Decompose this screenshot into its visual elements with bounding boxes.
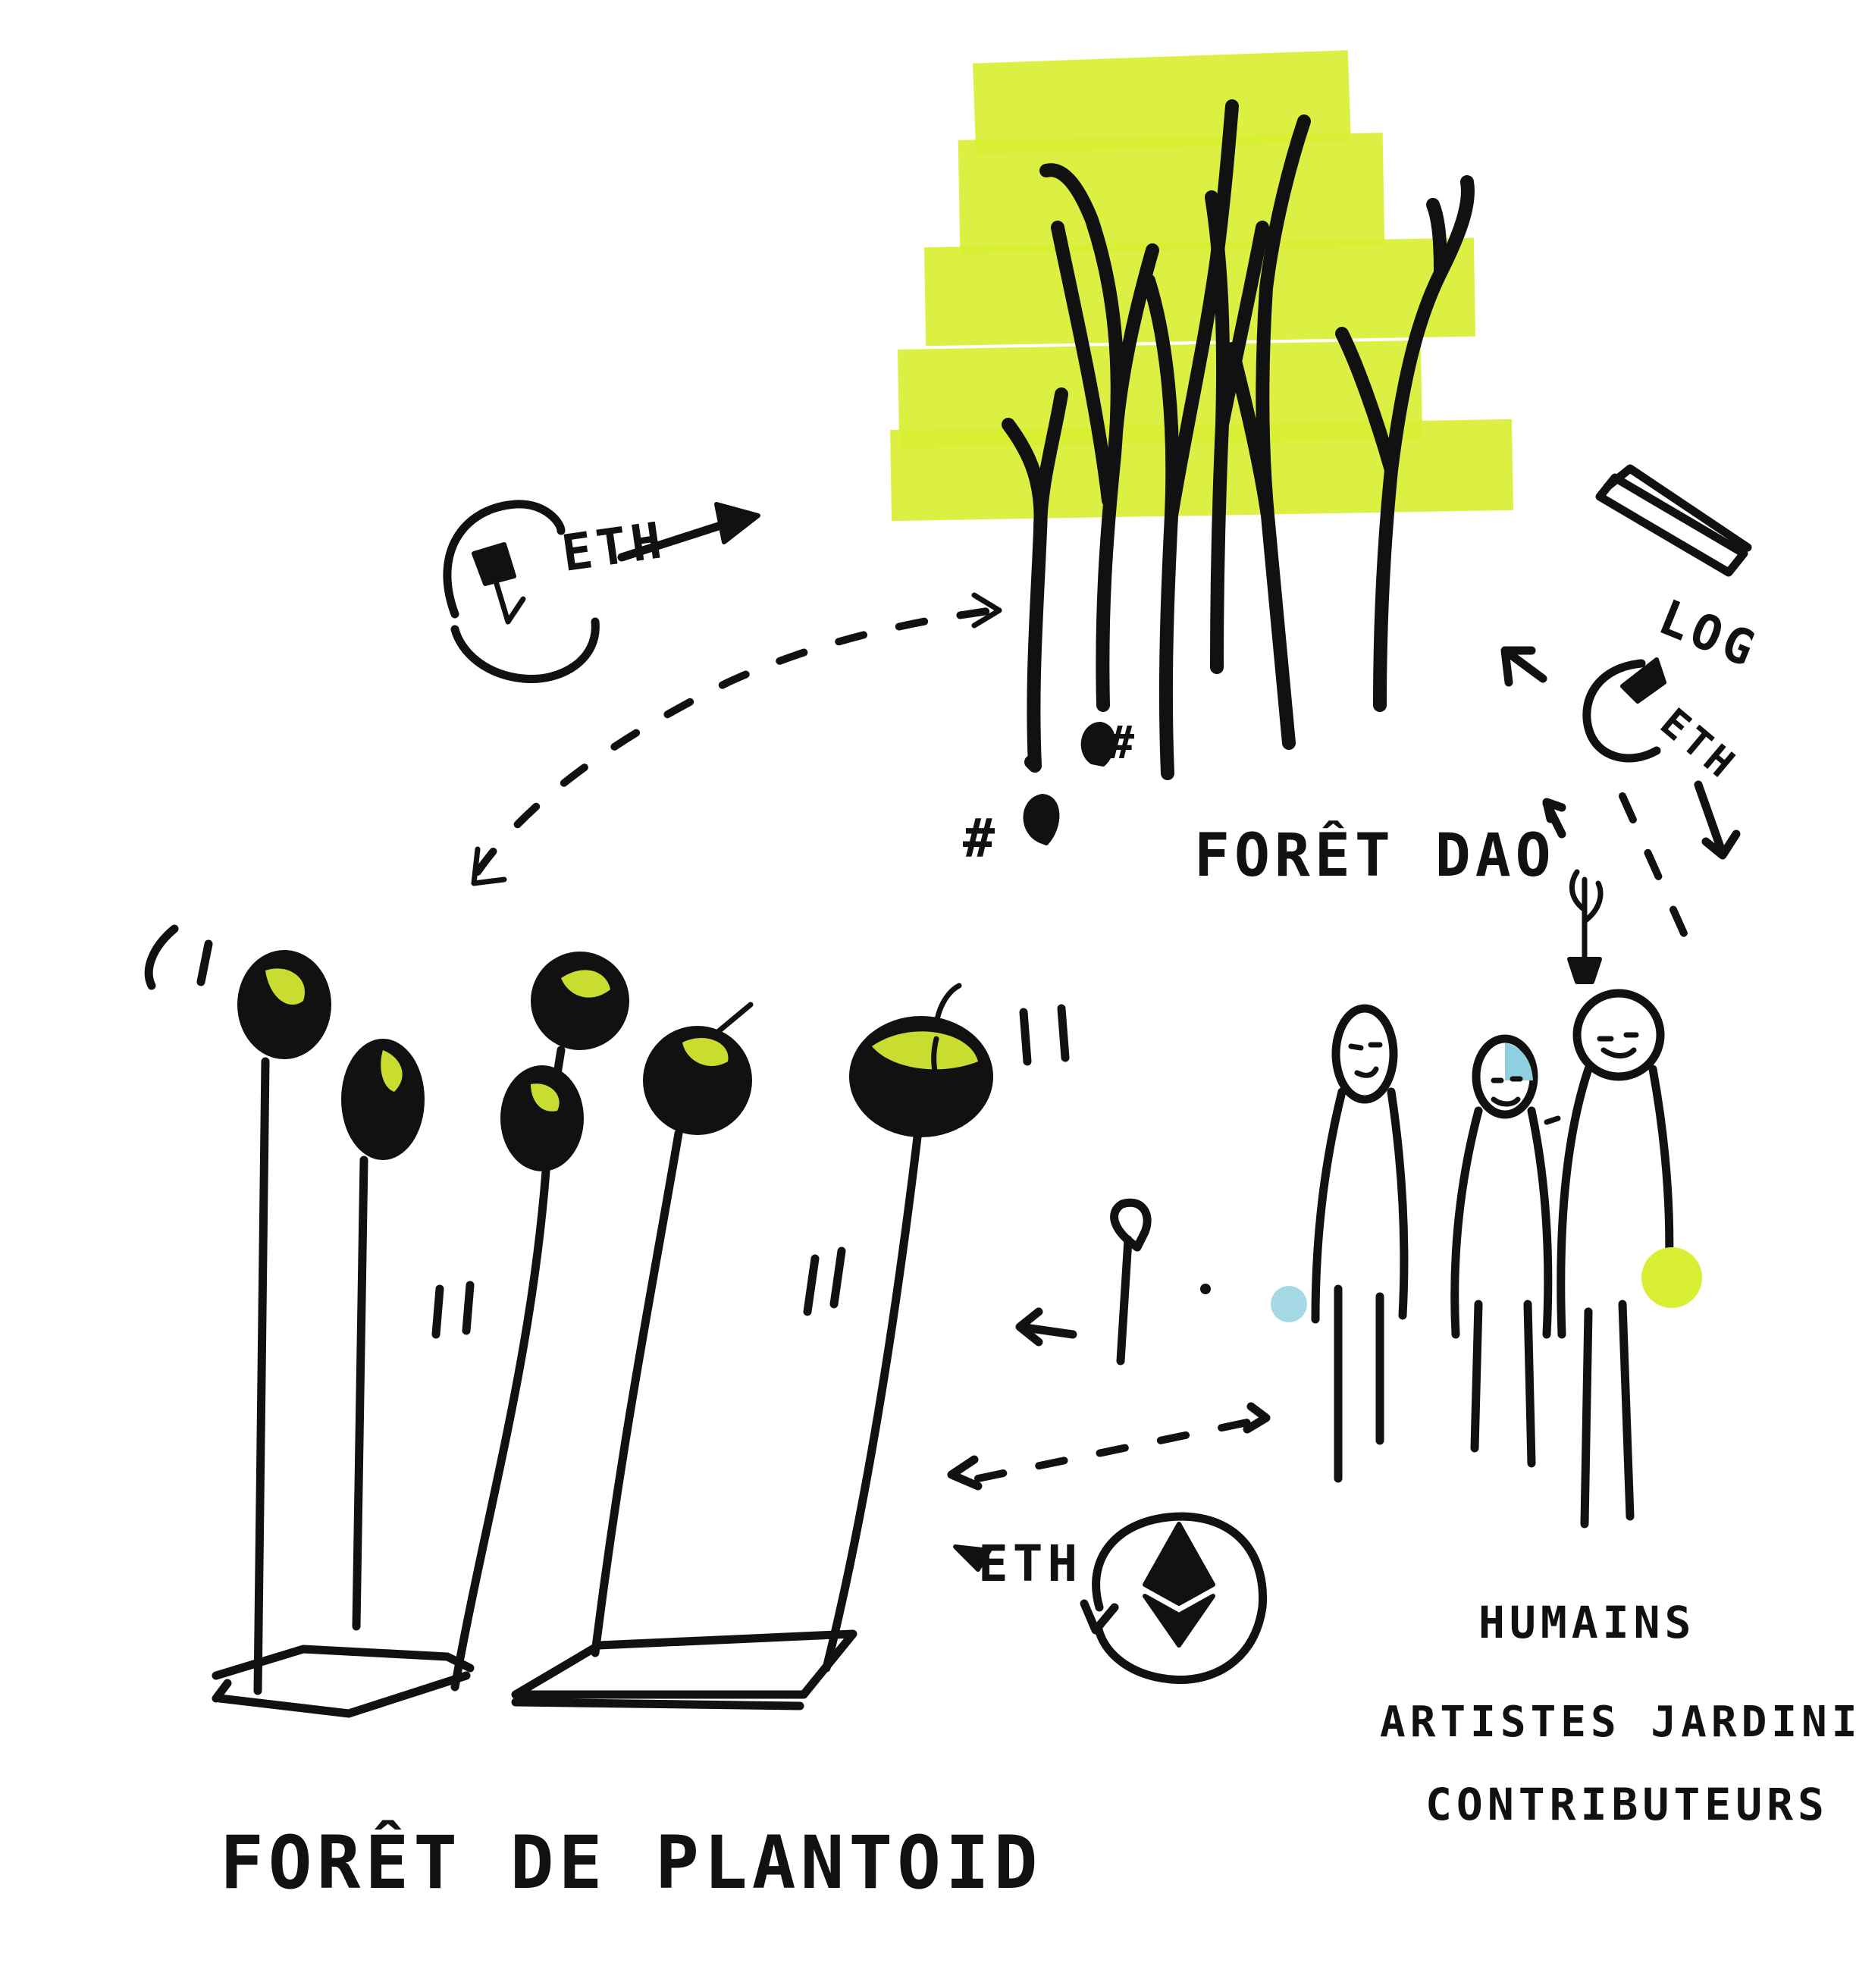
highlight-marker-strokes xyxy=(890,50,1513,521)
artistes-jardiniers-label: ARTISTES JARDINIERS xyxy=(1380,1698,1856,1747)
plantoid-icon xyxy=(826,986,993,1668)
dot xyxy=(1200,1284,1211,1294)
arrow-head-icon xyxy=(716,504,758,542)
dashed-flow-humans-plantoid xyxy=(978,1422,1251,1478)
arrow-head-icon xyxy=(952,1460,978,1486)
plantoid-icon xyxy=(341,1039,425,1626)
hash-mark-left: # xyxy=(963,807,999,870)
log-label: LOG xyxy=(1651,589,1767,679)
foret-dao-group: # # FORÊT DAO xyxy=(890,50,1556,890)
ethereum-logo-icon xyxy=(1084,1516,1263,1680)
arrow-down-right-icon xyxy=(1698,785,1736,855)
potted-plant-icon xyxy=(1569,872,1600,982)
eth-label-right: ETH xyxy=(1651,700,1745,789)
foret-plantoid-label: FORÊT DE PLANTOID xyxy=(220,1820,1042,1905)
highlight-dot xyxy=(1271,1286,1307,1322)
humains-label: HUMAINS xyxy=(1478,1597,1695,1648)
arrow-left-icon xyxy=(1020,1312,1073,1342)
motion-mark xyxy=(436,1285,470,1334)
seed-flow-group: ETH xyxy=(952,1203,1266,1679)
cycle-arrow-head xyxy=(497,584,523,622)
plantoid-icon xyxy=(595,1005,752,1653)
humains-group: HUMAINS ARTISTES JARDINIERS CONTRIBUTEUR… xyxy=(1271,993,1856,1830)
arrow-up-left-icon xyxy=(1505,651,1543,682)
plantoid-icon xyxy=(237,950,331,1691)
ethereum-logo-icon xyxy=(474,544,514,584)
dashed-arrow-down xyxy=(1622,796,1687,940)
human-figure-icon xyxy=(1315,1008,1404,1478)
log-icon xyxy=(1600,469,1748,572)
seed-stem xyxy=(1121,1240,1128,1361)
plantoid-base-right xyxy=(516,1634,853,1706)
highlight-dot xyxy=(1641,1247,1702,1308)
eth-label-bottom: ETH xyxy=(978,1535,1082,1593)
contributeurs-label: CONTRIBUTEURS xyxy=(1425,1779,1829,1830)
motion-mark xyxy=(807,1251,842,1312)
foret-plantoid-group: FORÊT DE PLANTOID xyxy=(149,929,1065,1905)
motion-mark xyxy=(149,929,174,986)
dashed-flow-plantoid-to-dao xyxy=(478,610,993,872)
foret-dao-label: FORÊT DAO xyxy=(1194,820,1556,890)
eth-cycle-top: ETH xyxy=(447,504,758,679)
human-figure-icon xyxy=(1455,1039,1548,1463)
motion-mark xyxy=(201,944,208,982)
motion-mark xyxy=(1024,1008,1065,1061)
seed-icon xyxy=(1026,796,1058,843)
seed-icon xyxy=(1083,724,1113,764)
seed-hash-marks: # # xyxy=(963,716,1139,870)
plantoid-icon xyxy=(455,1065,584,1687)
arrow-head-icon xyxy=(1247,1406,1266,1429)
